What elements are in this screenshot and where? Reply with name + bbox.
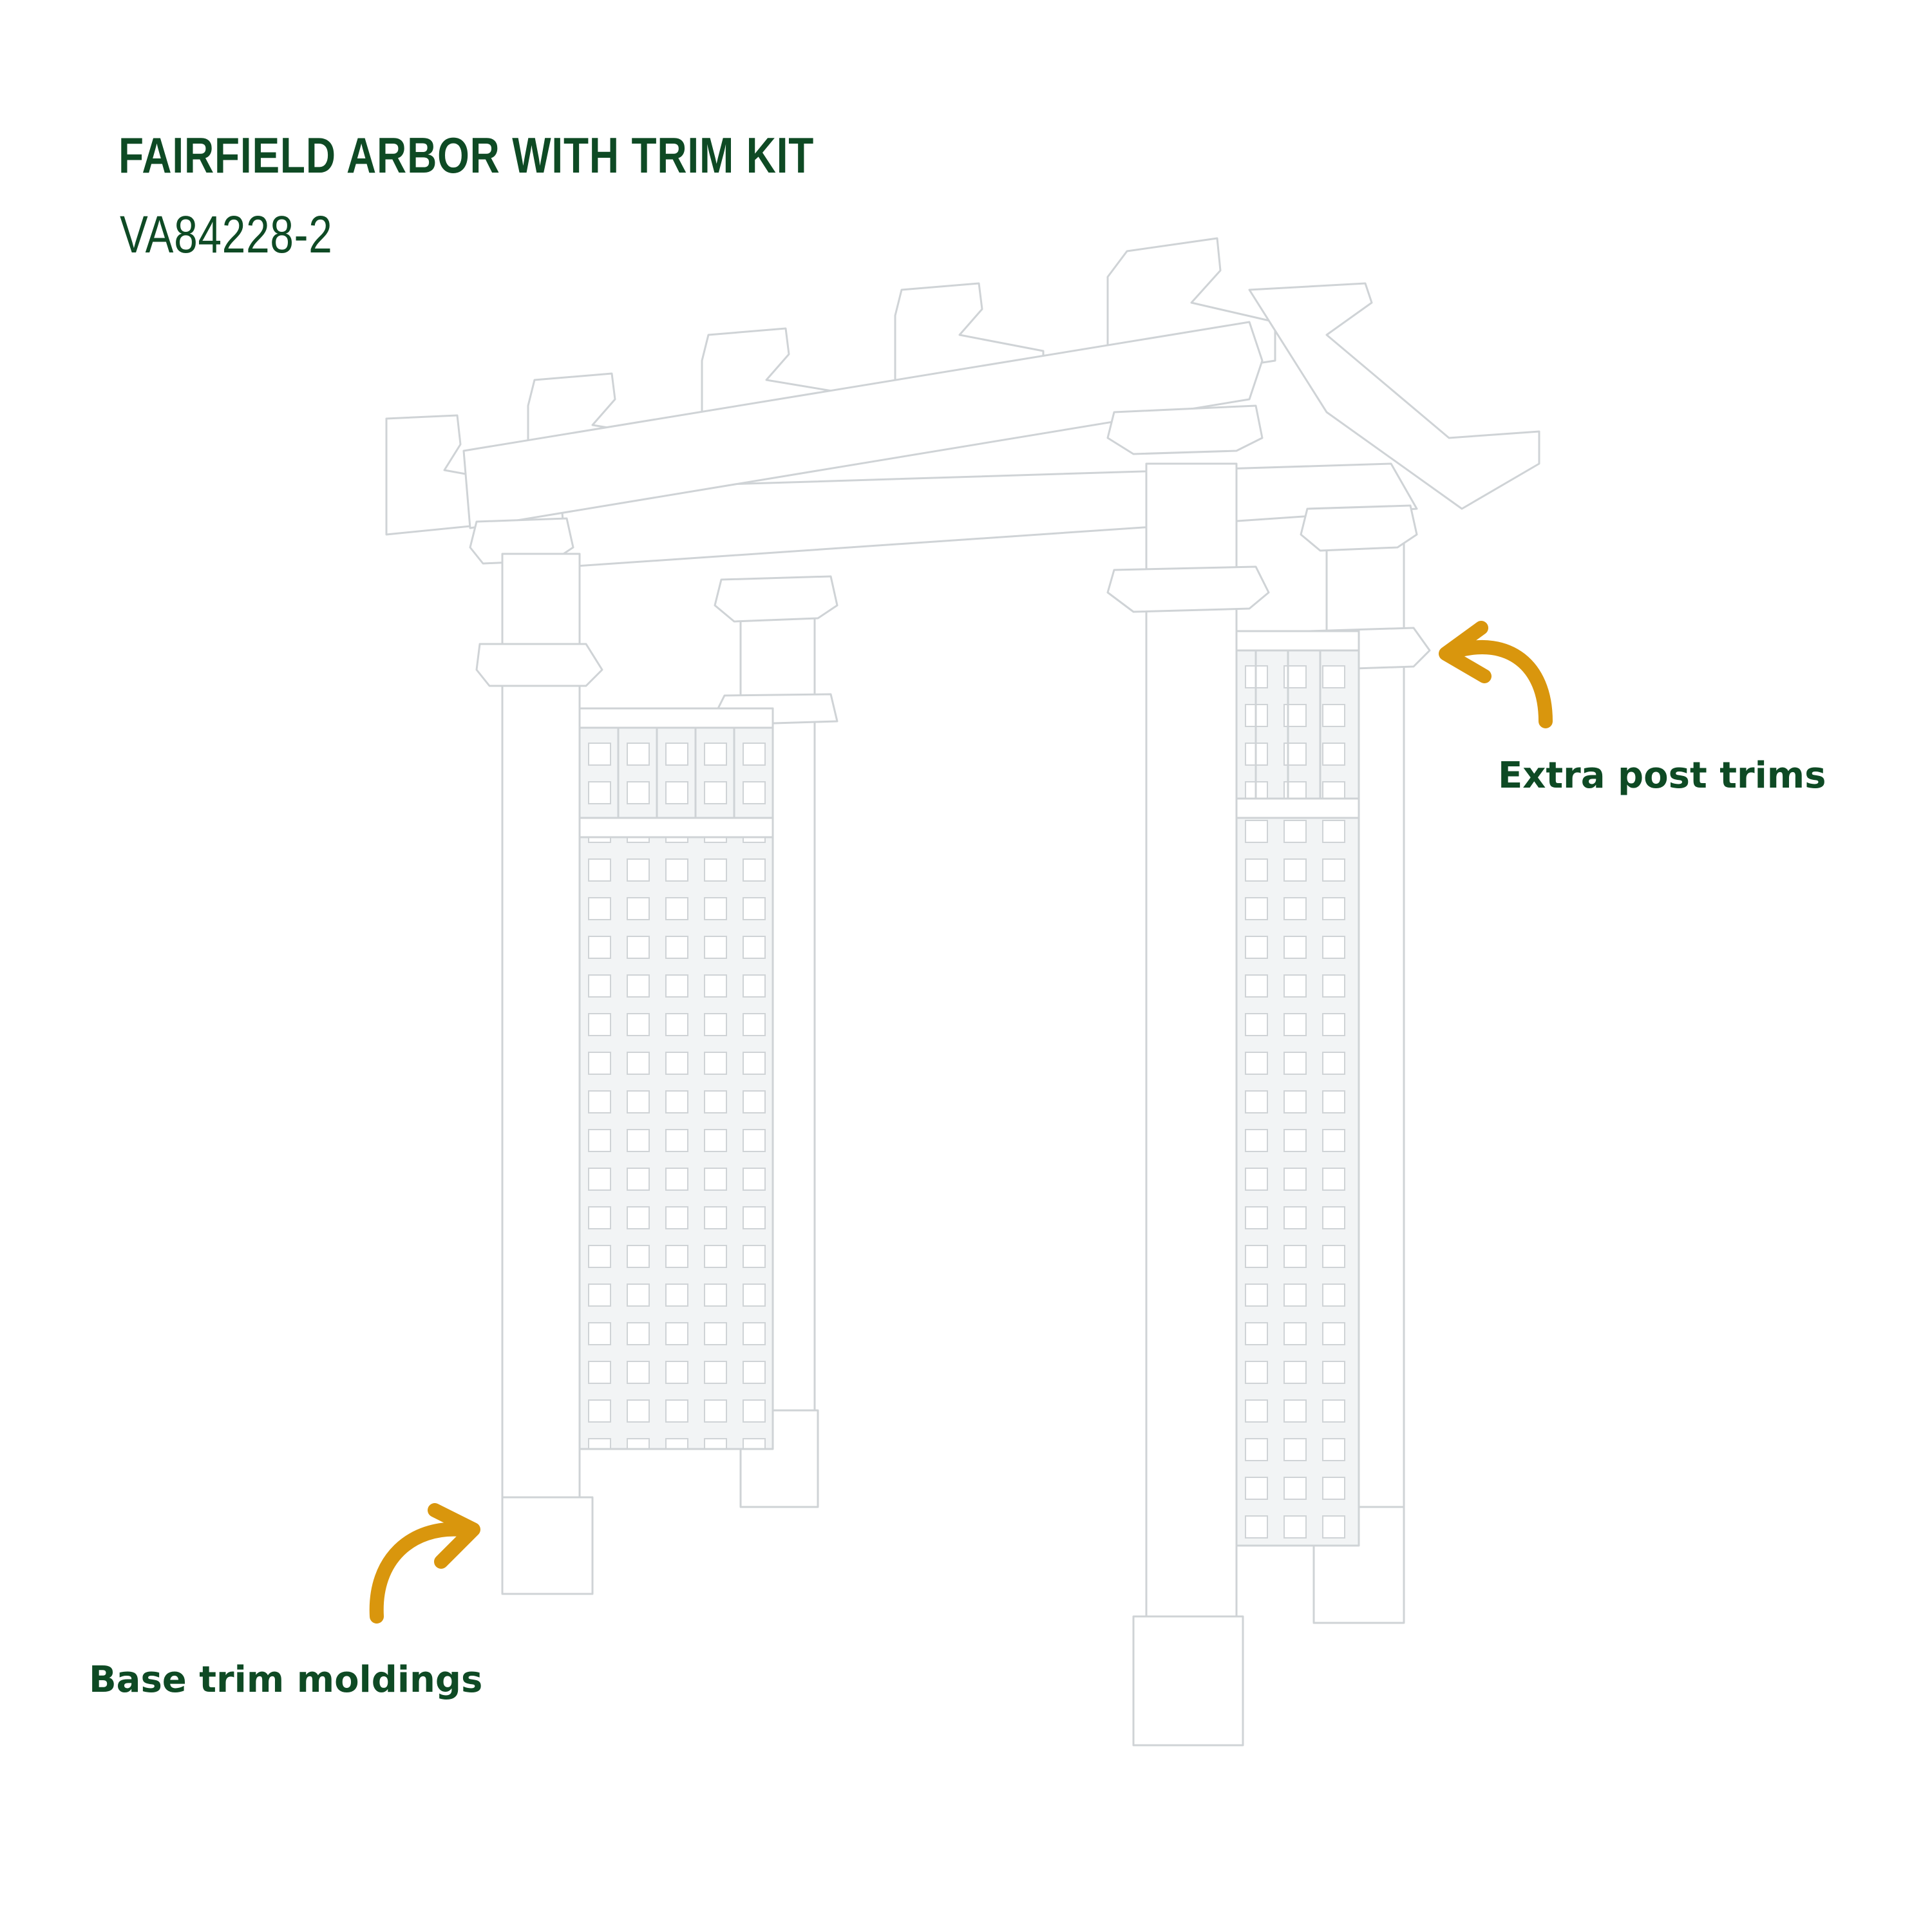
post-trim [475, 643, 603, 687]
side-beam [1248, 282, 1540, 510]
post-cap [1300, 504, 1418, 552]
callout-extra-post-trims: Extra post trims [1498, 755, 1826, 797]
post-cap [714, 575, 838, 623]
product-sku: VA84228-2 [120, 205, 333, 264]
lattice-panel [1222, 630, 1360, 1547]
post-base [501, 1496, 594, 1595]
product-title: FAIRFIELD ARBOR WITH TRIM KIT [118, 127, 815, 184]
front-beam [462, 321, 1264, 529]
post-cap [1106, 404, 1264, 455]
post-base [1132, 1615, 1244, 1747]
callout-base-trim-moldings: Base trim moldings [89, 1659, 483, 1701]
post-trim [1106, 565, 1270, 613]
